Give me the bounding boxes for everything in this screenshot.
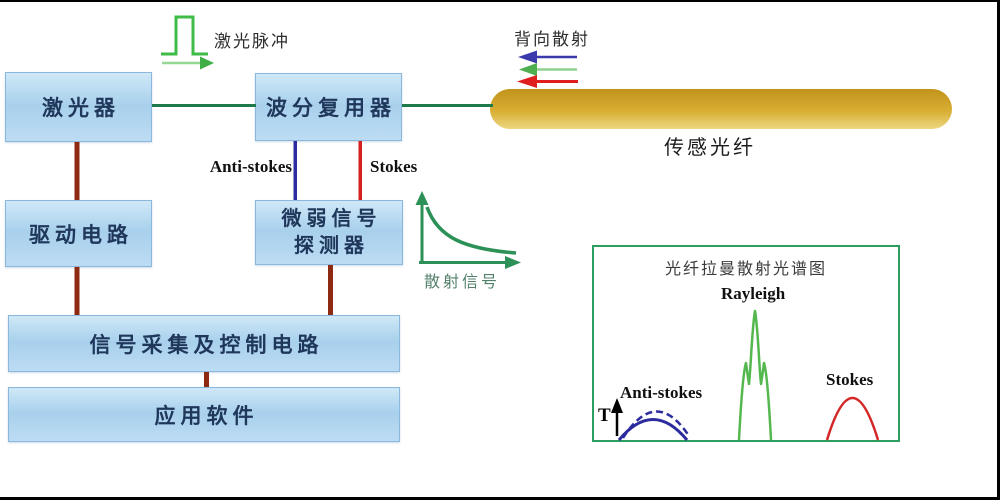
detector-to-acquisition-connector <box>328 265 333 315</box>
spectrum-title: 光纤拉曼散射光谱图 <box>664 261 827 278</box>
laser-box: 激光器 <box>5 72 152 142</box>
stokes-channel-line <box>358 141 362 200</box>
laser-pulse-label: 激光脉冲 <box>214 32 290 51</box>
decay-graph-y-arrow-head <box>415 191 429 205</box>
spectrum-stokes-label: Stokes <box>826 370 874 389</box>
driver-to-acquisition-connector <box>74 267 80 315</box>
laser-pulse-direction-arrow-head <box>200 56 214 70</box>
anti-stokes-channel-label: Anti-stokes <box>209 157 292 176</box>
driver-circuit-box: 驱动电路 <box>5 200 152 267</box>
driver-circuit-label: 驱动电路 <box>29 222 133 247</box>
anti-stokes-channel-line <box>293 141 297 200</box>
stokes-channel-label: Stokes <box>370 157 418 176</box>
laser-to-driver-connector <box>74 142 80 200</box>
sensing-fiber-label: 传感光纤 <box>664 137 756 159</box>
laser-box-label: 激光器 <box>42 96 120 120</box>
raman-spectrum-panel: 光纤拉曼散射光谱图 Rayleigh Anti-stokes Stokes T <box>592 245 900 442</box>
spectrum-anti-stokes-label: Anti-stokes <box>620 383 703 402</box>
backscatter-blue-arrow-head <box>518 50 537 64</box>
application-software-box: 应用软件 <box>8 387 400 442</box>
signal-acquisition-control-box: 信号采集及控制电路 <box>8 315 400 372</box>
backscatter-green-arrow-head <box>519 63 537 76</box>
backscatter-red-arrow-head <box>517 75 537 88</box>
decay-graph-x-arrow-head <box>505 256 521 269</box>
laser-pulse-icon <box>161 15 208 56</box>
sensing-fiber-rod <box>490 89 952 129</box>
detector-label-line2: 探测器 <box>294 234 369 257</box>
frame-right-border <box>997 0 1000 500</box>
scatter-signal-label: 散射信号 <box>424 274 501 291</box>
wdm-box-label: 波分复用器 <box>266 96 396 120</box>
detector-label-line1: 微弱信号 <box>281 207 382 230</box>
temperature-label: T <box>598 405 611 426</box>
signal-acquisition-control-label: 信号采集及控制电路 <box>89 332 324 357</box>
frame-bottom-border <box>0 497 1000 500</box>
acquisition-to-software-connector <box>204 372 209 387</box>
rayleigh-peak-label: Rayleigh <box>721 284 786 303</box>
wdm-box: 波分复用器 <box>255 73 402 141</box>
backscatter-label: 背向散射 <box>514 30 590 49</box>
frame-top-border <box>0 0 1000 2</box>
weak-signal-detector-box: 微弱信号 探测器 <box>255 200 403 265</box>
decay-curve <box>425 206 517 255</box>
application-software-label: 应用软件 <box>154 403 259 428</box>
